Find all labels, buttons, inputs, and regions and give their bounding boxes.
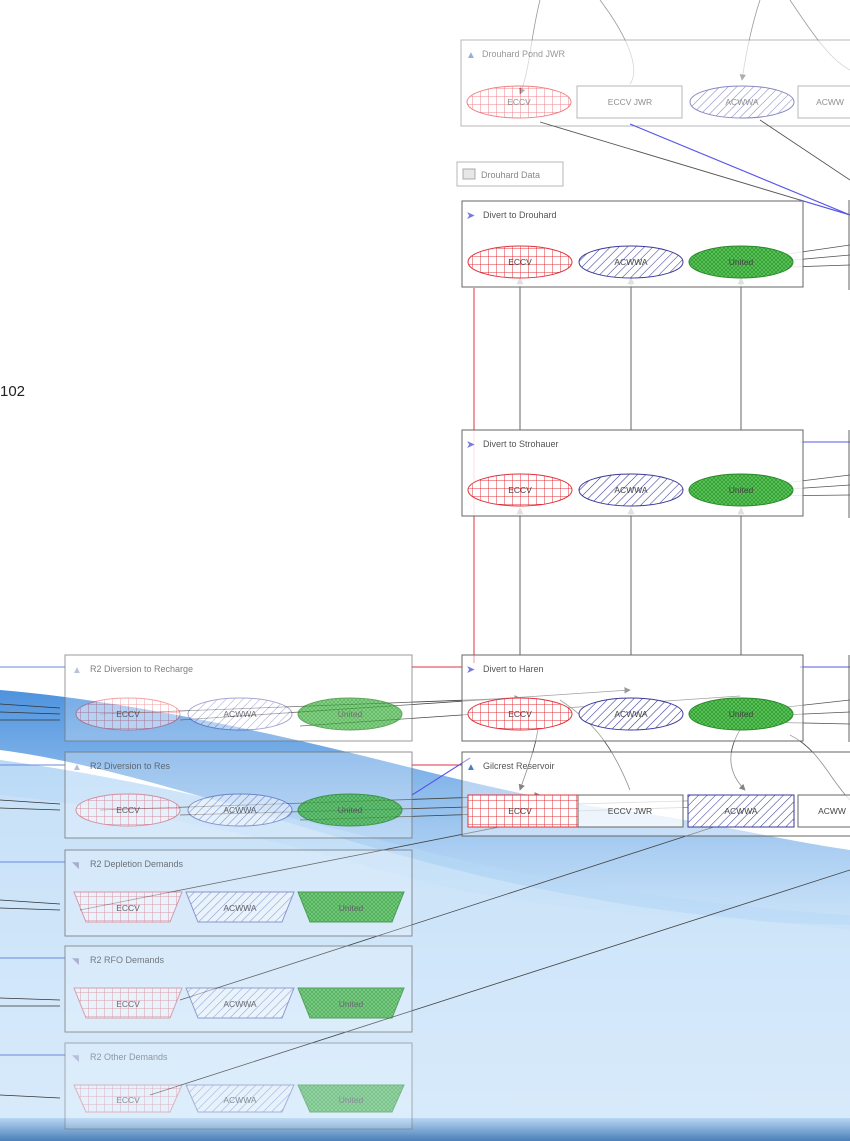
node-acwwa[interactable]: ACWWA bbox=[614, 257, 648, 267]
node-acwwa[interactable]: ACWWA bbox=[223, 805, 257, 815]
group-r2-diversion-to-recharge[interactable]: ▲ R2 Diversion to Recharge ECCV ACWWA Un… bbox=[64, 654, 413, 742]
reservoir-icon: ▲ bbox=[72, 665, 82, 676]
group-title: R2 Diversion to Res bbox=[90, 761, 171, 771]
group-r2-rfo-demands[interactable]: ◥ R2 RFO Demands ECCV ACWWA United bbox=[64, 945, 413, 1033]
fragment-label: 102 bbox=[0, 383, 26, 400]
node-eccv[interactable]: ECCV bbox=[116, 903, 140, 913]
reservoir-icon: ▲ bbox=[466, 50, 476, 61]
node-acww[interactable]: ACWW bbox=[818, 806, 846, 816]
group-r2-diversion-to-res[interactable]: ▲ R2 Diversion to Res ECCV ACWWA United bbox=[64, 751, 413, 839]
group-title: Divert to Strohauer bbox=[483, 439, 559, 449]
background-wave-dark bbox=[0, 690, 850, 930]
node-united[interactable]: United bbox=[338, 709, 363, 719]
node-eccv[interactable]: ECCV bbox=[508, 257, 532, 267]
node-eccv[interactable]: ECCV bbox=[116, 709, 140, 719]
group-r2-depletion-demands[interactable]: ◥ R2 Depletion Demands ECCV ACWWA United bbox=[64, 849, 413, 937]
group-drouhard-data[interactable]: Drouhard Data bbox=[456, 161, 564, 187]
group-title: R2 Diversion to Recharge bbox=[90, 664, 193, 674]
demand-icon: ◥ bbox=[72, 1053, 79, 1063]
group-drouhard-pond-jwr[interactable]: ▲ Drouhard Pond JWR ECCV ECCV JWR ACWWA … bbox=[460, 39, 850, 127]
background-wave-crest bbox=[0, 795, 850, 1141]
node-united[interactable]: United bbox=[339, 999, 364, 1009]
node-acwwa[interactable]: ACWWA bbox=[614, 709, 648, 719]
group-divert-to-strohauer[interactable]: ➤ Divert to Strohauer ECCV ACWWA United bbox=[461, 429, 804, 517]
group-title: R2 Other Demands bbox=[90, 1052, 168, 1062]
node-united[interactable]: United bbox=[339, 903, 364, 913]
demand-icon: ◥ bbox=[72, 860, 79, 870]
node-acwwa[interactable]: ACWWA bbox=[725, 97, 759, 107]
reservoir-icon: ▲ bbox=[72, 762, 82, 773]
group-title: Divert to Haren bbox=[483, 664, 544, 674]
group-r2-other-demands[interactable]: ◥ R2 Other Demands ECCV ACWWA United bbox=[64, 1042, 413, 1130]
node-eccv[interactable]: ECCV bbox=[116, 805, 140, 815]
demand-icon: ◥ bbox=[72, 956, 79, 966]
node-acwwa[interactable]: ACWWA bbox=[223, 709, 257, 719]
node-united[interactable]: United bbox=[729, 257, 754, 267]
node-eccv[interactable]: ECCV bbox=[508, 709, 532, 719]
node-eccv[interactable]: ECCV bbox=[116, 999, 140, 1009]
node-united[interactable]: United bbox=[338, 805, 363, 815]
group-title: Drouhard Data bbox=[481, 170, 540, 180]
node-eccv[interactable]: ECCV bbox=[508, 485, 532, 495]
node-united[interactable]: United bbox=[729, 709, 754, 719]
node-acwwa[interactable]: ACWWA bbox=[614, 485, 648, 495]
node-united[interactable]: United bbox=[729, 485, 754, 495]
node-eccv[interactable]: ECCV bbox=[507, 97, 531, 107]
divert-icon: ➤ bbox=[466, 664, 475, 676]
node-eccv[interactable]: ECCV bbox=[508, 806, 532, 816]
table-icon bbox=[462, 168, 476, 180]
node-acwwa[interactable]: ACWWA bbox=[223, 1095, 257, 1105]
divert-icon: ➤ bbox=[466, 210, 475, 222]
group-title: Gilcrest Reservoir bbox=[483, 761, 555, 771]
group-title: Drouhard Pond JWR bbox=[482, 49, 566, 59]
group-divert-to-haren[interactable]: ➤ Divert to Haren ECCV ACWWA United bbox=[461, 654, 804, 742]
group-title: R2 Depletion Demands bbox=[90, 859, 184, 869]
node-eccv-jwr[interactable]: ECCV JWR bbox=[608, 806, 652, 816]
group-title: Divert to Drouhard bbox=[483, 210, 557, 220]
group-title: R2 RFO Demands bbox=[90, 955, 165, 965]
node-acwwa[interactable]: ACWWA bbox=[223, 903, 257, 913]
node-acwwa[interactable]: ACWWA bbox=[724, 806, 758, 816]
bottom-band bbox=[0, 1118, 850, 1141]
reservoir-icon: ▲ bbox=[466, 762, 476, 773]
group-divert-to-drouhard[interactable]: ➤ Divert to Drouhard ECCV ACWWA United bbox=[461, 200, 804, 288]
group-gilcrest-reservoir[interactable]: ▲ Gilcrest Reservoir ECCV ECCV JWR ACWWA… bbox=[461, 751, 850, 837]
node-acww[interactable]: ACWW bbox=[816, 97, 844, 107]
divert-icon: ➤ bbox=[466, 439, 475, 451]
node-eccv-jwr[interactable]: ECCV JWR bbox=[608, 97, 652, 107]
node-acwwa[interactable]: ACWWA bbox=[223, 999, 257, 1009]
node-united[interactable]: United bbox=[339, 1095, 364, 1105]
node-eccv[interactable]: ECCV bbox=[116, 1095, 140, 1105]
